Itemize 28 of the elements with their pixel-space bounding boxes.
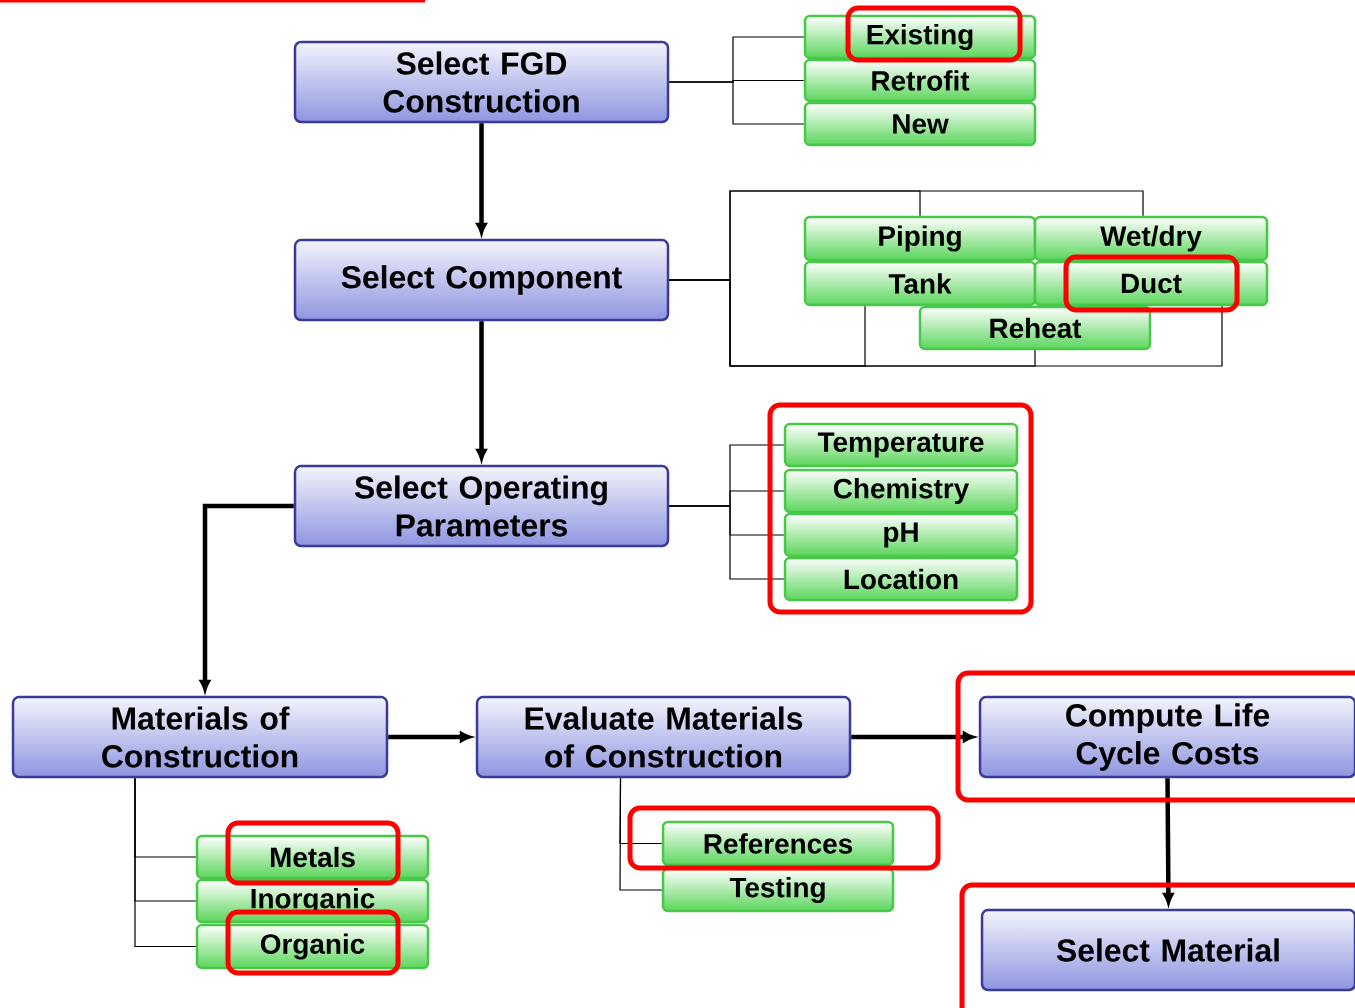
- connector-line: [668, 81, 805, 125]
- option-box: Retrofit: [803, 58, 1037, 103]
- option-box: References: [661, 820, 895, 867]
- process-box: Select Operating Parameters: [293, 464, 670, 548]
- option-box: Tank: [803, 260, 1037, 307]
- option-box: Location: [783, 556, 1019, 602]
- option-box: pH: [783, 512, 1019, 558]
- option-box: Chemistry: [783, 468, 1019, 514]
- option-box: New: [803, 101, 1037, 147]
- option-box: Wet/dry: [1033, 215, 1269, 262]
- connector-line: [134, 777, 197, 948]
- process-box: Materials of Construction: [11, 695, 389, 779]
- connector-line: [668, 505, 785, 580]
- connector-line: [619, 777, 663, 891]
- option-box: Metals: [195, 834, 430, 880]
- process-box: Compute Life Cycle Costs: [978, 695, 1355, 779]
- option-box: Organic: [195, 923, 430, 970]
- option-box: Reheat: [918, 305, 1152, 351]
- option-box: Temperature: [783, 422, 1019, 468]
- process-box: Evaluate Materials of Construction: [475, 695, 852, 779]
- option-box: Piping: [803, 215, 1037, 262]
- option-box: Testing: [661, 867, 895, 913]
- connector-line: [668, 279, 1036, 367]
- process-box: Select FGD Construction: [293, 40, 670, 124]
- process-box: Select Component: [293, 238, 670, 322]
- process-box: Select Material: [980, 908, 1355, 992]
- option-box: Existing: [803, 14, 1037, 60]
- option-box: Duct: [1033, 260, 1269, 307]
